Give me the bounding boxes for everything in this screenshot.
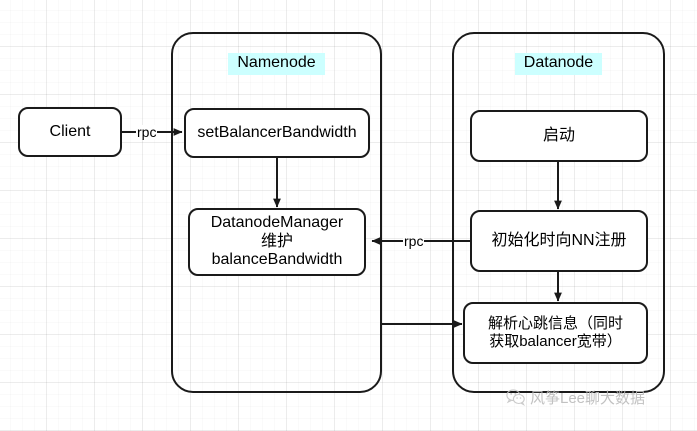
namenode-container[interactable]: Namenode [171, 32, 382, 393]
datanode-manager-label-line3: balanceBandwidth [211, 251, 343, 269]
datanode-title-wrap: Datanode [454, 53, 663, 75]
datanode-register-label: 初始化时向NN注册 [491, 231, 627, 249]
datanode-start-label: 启动 [542, 126, 575, 144]
datanode-start-node[interactable]: 启动 [470, 110, 648, 162]
datanode-heartbeat-label-line1: 解析心跳信息（同时 [487, 315, 623, 333]
wechat-icon [506, 389, 525, 406]
edge-label-register-rpc: rpc [403, 233, 425, 249]
datanode-title: Datanode [514, 53, 603, 75]
namenode-title-wrap: Namenode [173, 53, 380, 75]
watermark-text: 风筝Lee聊大数据 [530, 390, 646, 407]
datanode-register-node[interactable]: 初始化时向NN注册 [470, 210, 648, 272]
datanode-heartbeat-node[interactable]: 解析心跳信息（同时 获取balancer宽带） [463, 302, 648, 364]
datanode-manager-label-line2: 维护 [260, 232, 293, 250]
datanode-container[interactable]: Datanode [452, 32, 665, 393]
edge-label-client-rpc: rpc [136, 124, 158, 140]
client-label: Client [49, 122, 91, 140]
datanode-manager-label-line1: DatanodeManager [210, 213, 344, 231]
client-node[interactable]: Client [18, 107, 122, 157]
watermark: 风筝Lee聊大数据 [506, 387, 645, 408]
set-balancer-bandwidth-label: setBalancerBandwidth [197, 123, 357, 141]
namenode-title: Namenode [228, 53, 325, 75]
set-balancer-bandwidth-node[interactable]: setBalancerBandwidth [184, 108, 370, 158]
datanode-manager-node[interactable]: DatanodeManager 维护 balanceBandwidth [188, 208, 366, 276]
datanode-heartbeat-label-line2: 获取balancer宽带） [489, 333, 622, 350]
